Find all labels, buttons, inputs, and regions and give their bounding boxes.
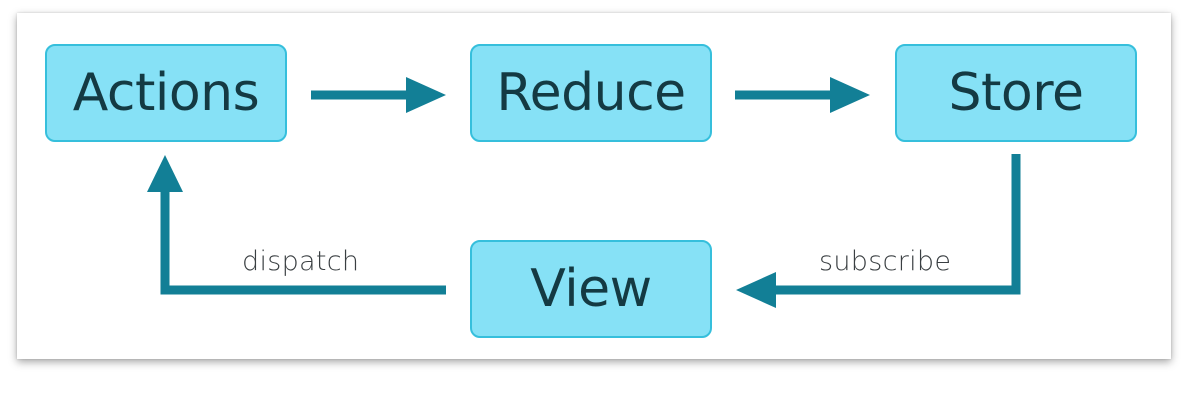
node-actions-label: Actions (72, 63, 260, 123)
node-reduce: Reduce (470, 44, 712, 142)
node-actions: Actions (45, 44, 287, 142)
arrow-store-to-view (736, 154, 1021, 308)
edge-label-dispatch: dispatch (242, 246, 360, 277)
node-store: Store (895, 44, 1137, 142)
edge-label-subscribe: subscribe (819, 246, 952, 277)
arrow-view-to-actions (147, 155, 446, 295)
arrow-reduce-to-store (735, 77, 870, 113)
node-view: View (470, 240, 712, 338)
arrow-actions-to-reduce (311, 77, 446, 113)
node-store-label: Store (948, 63, 1084, 123)
node-reduce-label: Reduce (496, 63, 686, 123)
node-view-label: View (530, 259, 652, 319)
